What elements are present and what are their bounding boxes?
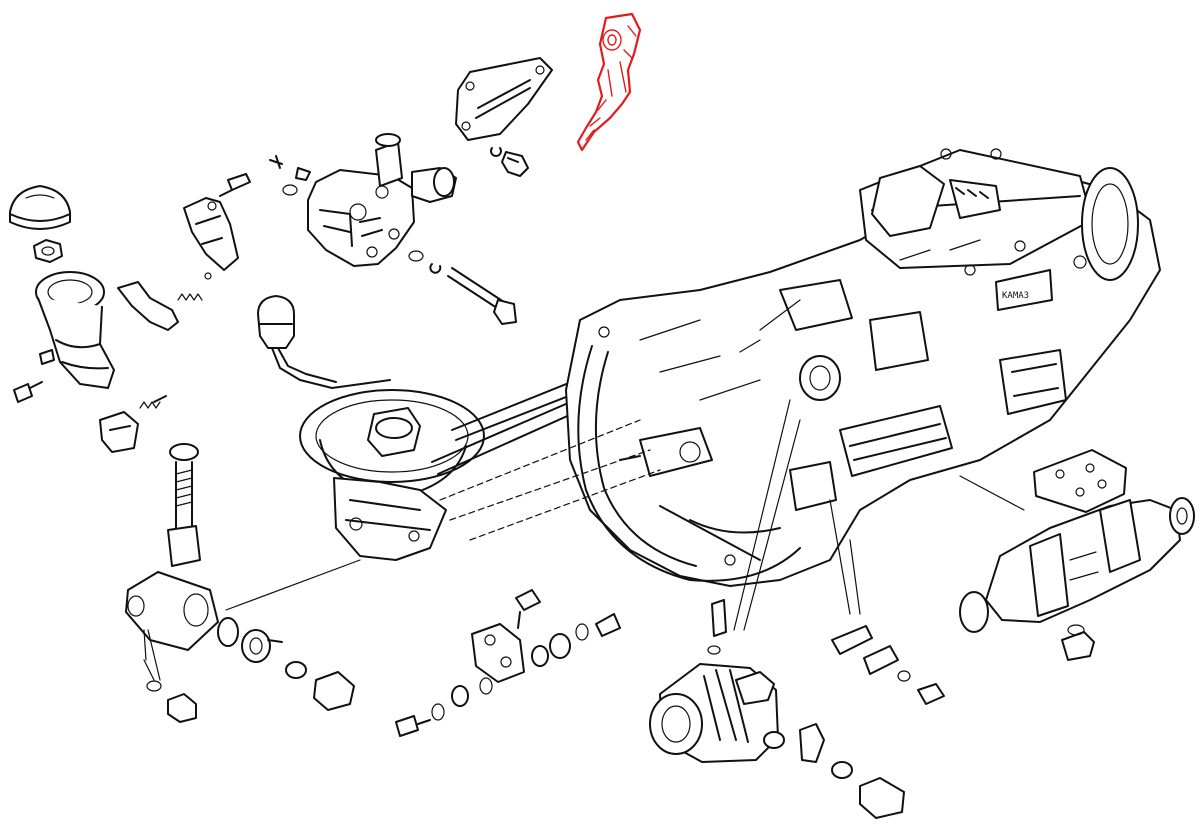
small-bolts-bottom — [395, 613, 621, 737]
valve-assembly — [307, 133, 457, 267]
small-pins — [219, 155, 311, 197]
shift-shaft — [125, 443, 219, 681]
spring-assembly — [117, 272, 212, 331]
selector-housing — [299, 389, 485, 561]
small-bolt-left — [13, 349, 55, 403]
highlighted-bracket[interactable] — [576, 12, 642, 152]
projection-lines — [225, 399, 1025, 631]
bolt-top — [490, 147, 529, 177]
lever-part — [183, 197, 239, 271]
sensor-plug — [257, 295, 391, 389]
hex-nut — [33, 239, 63, 263]
bolt-long — [408, 250, 517, 325]
dome-cap — [9, 185, 71, 230]
clip-parts — [831, 625, 945, 705]
range-cylinder — [959, 497, 1195, 661]
actuator-cylinder — [649, 599, 905, 819]
clevis-bracket — [471, 589, 541, 683]
spring-clip — [99, 395, 167, 453]
boot-sleeve — [35, 271, 115, 389]
mounting-plate — [455, 57, 553, 141]
bracket-plate-right — [1033, 449, 1127, 513]
small-washers-left — [146, 617, 355, 723]
gearbox-housing: КАМАЗ — [565, 148, 1161, 587]
nameplate-text: КАМАЗ — [1002, 291, 1029, 301]
